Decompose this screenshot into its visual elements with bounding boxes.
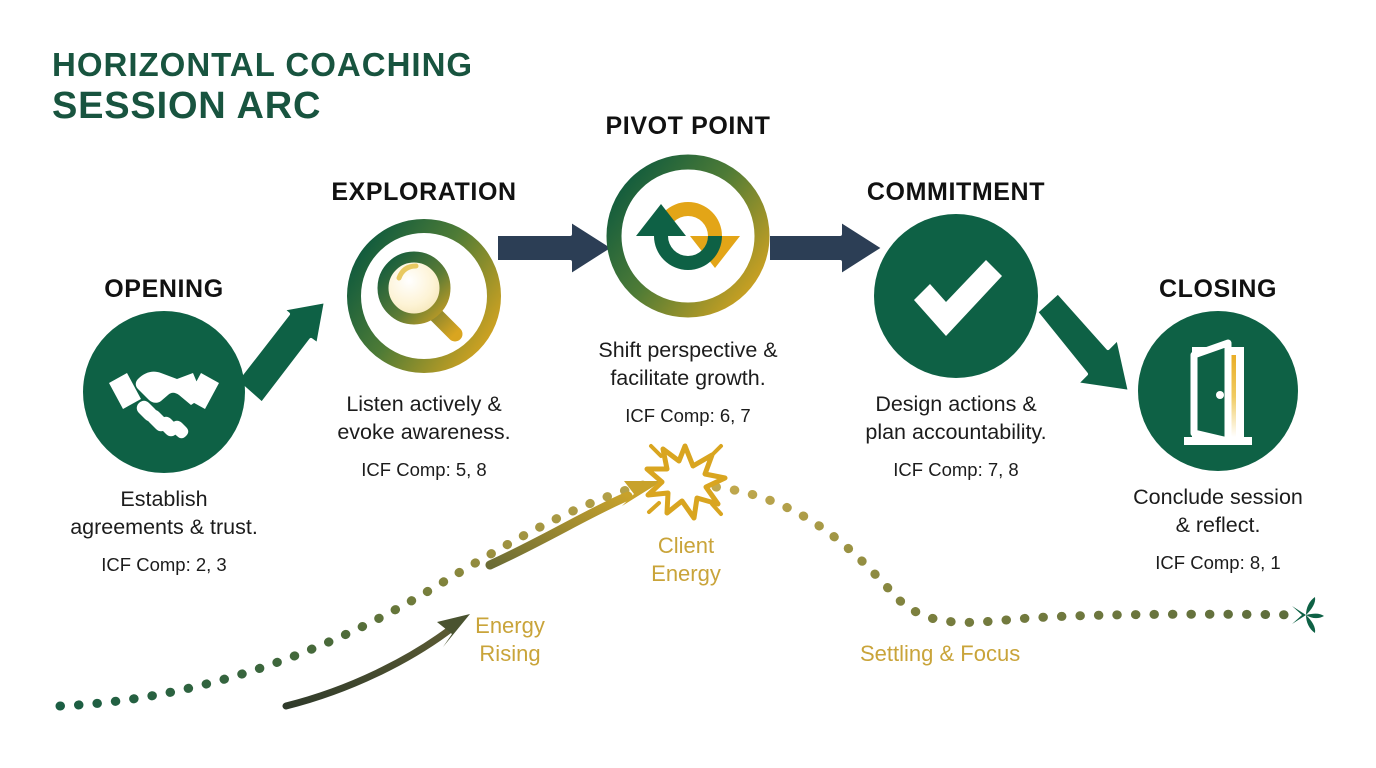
energy-curve-settling-dots <box>711 482 1305 627</box>
stage-title-exploration: EXPLORATION <box>331 178 517 206</box>
energy-curve-rising-dots <box>55 477 660 711</box>
stage-exploration[interactable]: EXPLORATION <box>288 178 560 481</box>
stage-icon-wrap-exploration <box>288 214 560 378</box>
stage-desc-exploration: Listen actively & evoke awareness. <box>337 392 511 445</box>
magnifying-glass-icon <box>347 219 501 373</box>
stage-icon-wrap-opening <box>28 311 300 473</box>
energy-label-client-energy: Client Energy <box>651 533 721 586</box>
page-title: HORIZONTAL COACHING SESSION ARC <box>52 48 473 125</box>
connector-pivot-to-commitment <box>766 218 886 278</box>
energy-end-arrow-icon <box>1292 597 1324 633</box>
stage-title-commitment: COMMITMENT <box>866 178 1046 206</box>
title-line-2: SESSION ARC <box>52 85 322 127</box>
stage-icon-wrap-closing <box>1082 311 1354 471</box>
stage-icf-pivot-point: ICF Comp: 6, 7 <box>625 404 751 426</box>
energy-rise-arrow-icon <box>282 614 470 710</box>
handshake-icon <box>83 311 245 473</box>
stage-icon-wrap-commitment <box>820 214 1092 378</box>
stage-desc-closing: Conclude session & reflect. <box>1133 485 1303 538</box>
refresh-cycle-icon <box>606 154 770 318</box>
connector-commitment-to-closing <box>1034 290 1132 394</box>
stage-title-opening: OPENING <box>104 275 224 303</box>
stage-closing[interactable]: CLOSING Conc <box>1082 275 1354 574</box>
stage-pivot-point[interactable]: PIVOT POINT <box>552 112 824 427</box>
stage-icf-closing: ICF Comp: 8, 1 <box>1155 551 1281 573</box>
starburst-icon <box>644 443 728 521</box>
stage-icon-wrap-pivot-point <box>552 148 824 324</box>
connector-exploration-to-pivot <box>494 218 616 278</box>
open-door-icon <box>1138 311 1298 471</box>
stage-icf-commitment: ICF Comp: 7, 8 <box>893 458 1019 480</box>
stage-opening[interactable]: OPENING Establish agreements & trust. IC… <box>28 275 300 576</box>
energy-peak-arrow-icon <box>485 481 662 570</box>
energy-label-settling-focus: Settling & Focus <box>860 641 1021 666</box>
stage-desc-opening: Establish agreements & trust. <box>70 487 258 540</box>
stage-desc-pivot-point: Shift perspective & facilitate growth. <box>598 338 778 391</box>
stage-title-closing: CLOSING <box>1158 275 1278 303</box>
stage-commitment[interactable]: COMMITMENT Design actions & plan account… <box>820 178 1092 481</box>
connector-opening-to-exploration <box>234 299 328 406</box>
checkmark-icon <box>874 214 1038 378</box>
energy-label-energy-rising: Energy Rising <box>475 613 545 666</box>
title-line-1: HORIZONTAL COACHING <box>52 46 474 83</box>
stage-title-pivot-point: PIVOT POINT <box>605 112 771 140</box>
stage-icf-opening: ICF Comp: 2, 3 <box>101 553 227 575</box>
stage-icf-exploration: ICF Comp: 5, 8 <box>361 458 487 480</box>
stage-desc-commitment: Design actions & plan accountability. <box>865 392 1047 445</box>
